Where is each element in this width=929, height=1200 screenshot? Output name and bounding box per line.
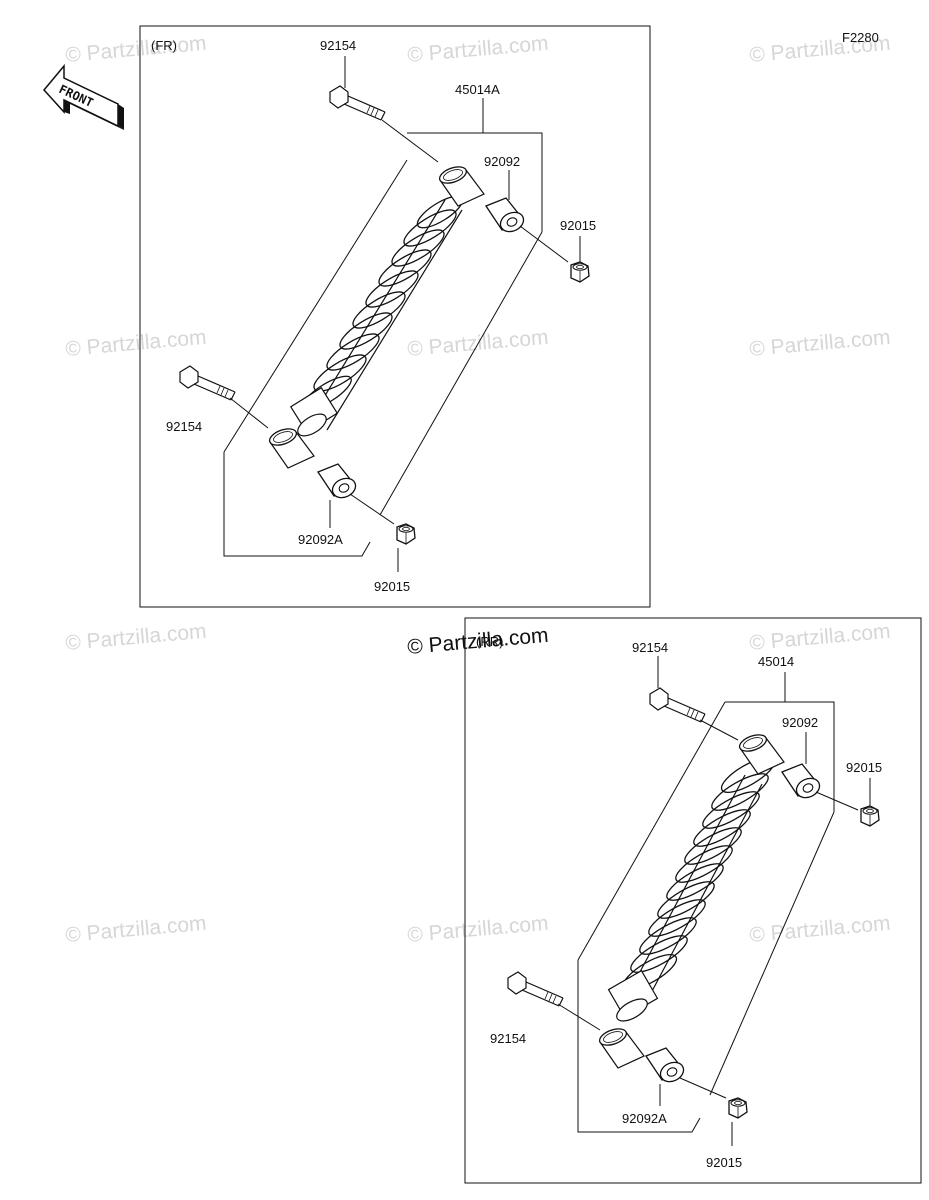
watermark-layer: © Partzilla.com © Partzilla.com © Partzi… [64,32,891,947]
rear-upper-bushing-icon [781,763,824,802]
front-assembly-label: 45014A [455,82,500,97]
watermark: © Partzilla.com [748,912,891,947]
front-upper-bushing-label: 92092 [484,154,520,169]
watermark: © Partzilla.com [64,326,207,361]
rear-lower-bolt-label: 92154 [490,1031,526,1046]
front-upper-bolt-label: 92154 [320,38,356,53]
front-upper-nut-icon [570,261,590,283]
rear-lower-sleeve-icon [596,1024,645,1069]
rear-panel-frame [464,617,922,1184]
front-lower-nut-icon [396,523,416,545]
watermark: © Partzilla.com [748,620,891,655]
rear-section-label: (RR) [476,634,503,649]
front-section-label: (FR) [151,38,177,53]
rear-upper-bolt-icon [649,687,706,723]
watermark: © Partzilla.com [64,912,207,947]
front-lower-bushing-label: 92092A [298,532,343,547]
watermark: © Partzilla.com [64,620,207,655]
watermark: © Partzilla.com [748,326,891,361]
rear-upper-sleeve-icon [736,730,785,775]
rear-upper-bushing-label: 92092 [782,715,818,730]
rear-assembly-label: 45014 [758,654,794,669]
front-lower-nut-label: 92015 [374,579,410,594]
front-lower-bolt-icon [179,365,236,401]
front-arrow-icon: FRONT [43,63,124,130]
front-upper-nut-label: 92015 [560,218,596,233]
figure-code: F2280 [842,30,879,45]
rear-upper-nut-label: 92015 [846,760,882,775]
rear-upper-bolt-label: 92154 [632,640,668,655]
front-shock-absorber [289,195,464,437]
rear-shock-panel: (RR) 45014 [464,617,922,1184]
rear-lower-bolt-icon [507,971,564,1007]
watermark: © Partzilla.com [406,912,549,947]
rear-lower-nut-icon [728,1097,748,1119]
rear-lower-bushing-label: 92092A [622,1111,667,1126]
rear-lower-nut-label: 92015 [706,1155,742,1170]
front-upper-bolt-icon [329,85,386,121]
front-upper-bushing-icon [485,197,528,236]
rear-upper-nut-icon [860,805,880,827]
front-lower-bolt-label: 92154 [166,419,202,434]
rear-shock-absorber [607,757,776,1022]
front-shock-panel: (FR) 45014A [139,25,651,608]
watermark: © Partzilla.com [64,32,207,67]
front-panel-frame [139,25,651,608]
rear-lower-bushing-icon [645,1047,688,1086]
watermark: © Partzilla.com [406,32,549,67]
